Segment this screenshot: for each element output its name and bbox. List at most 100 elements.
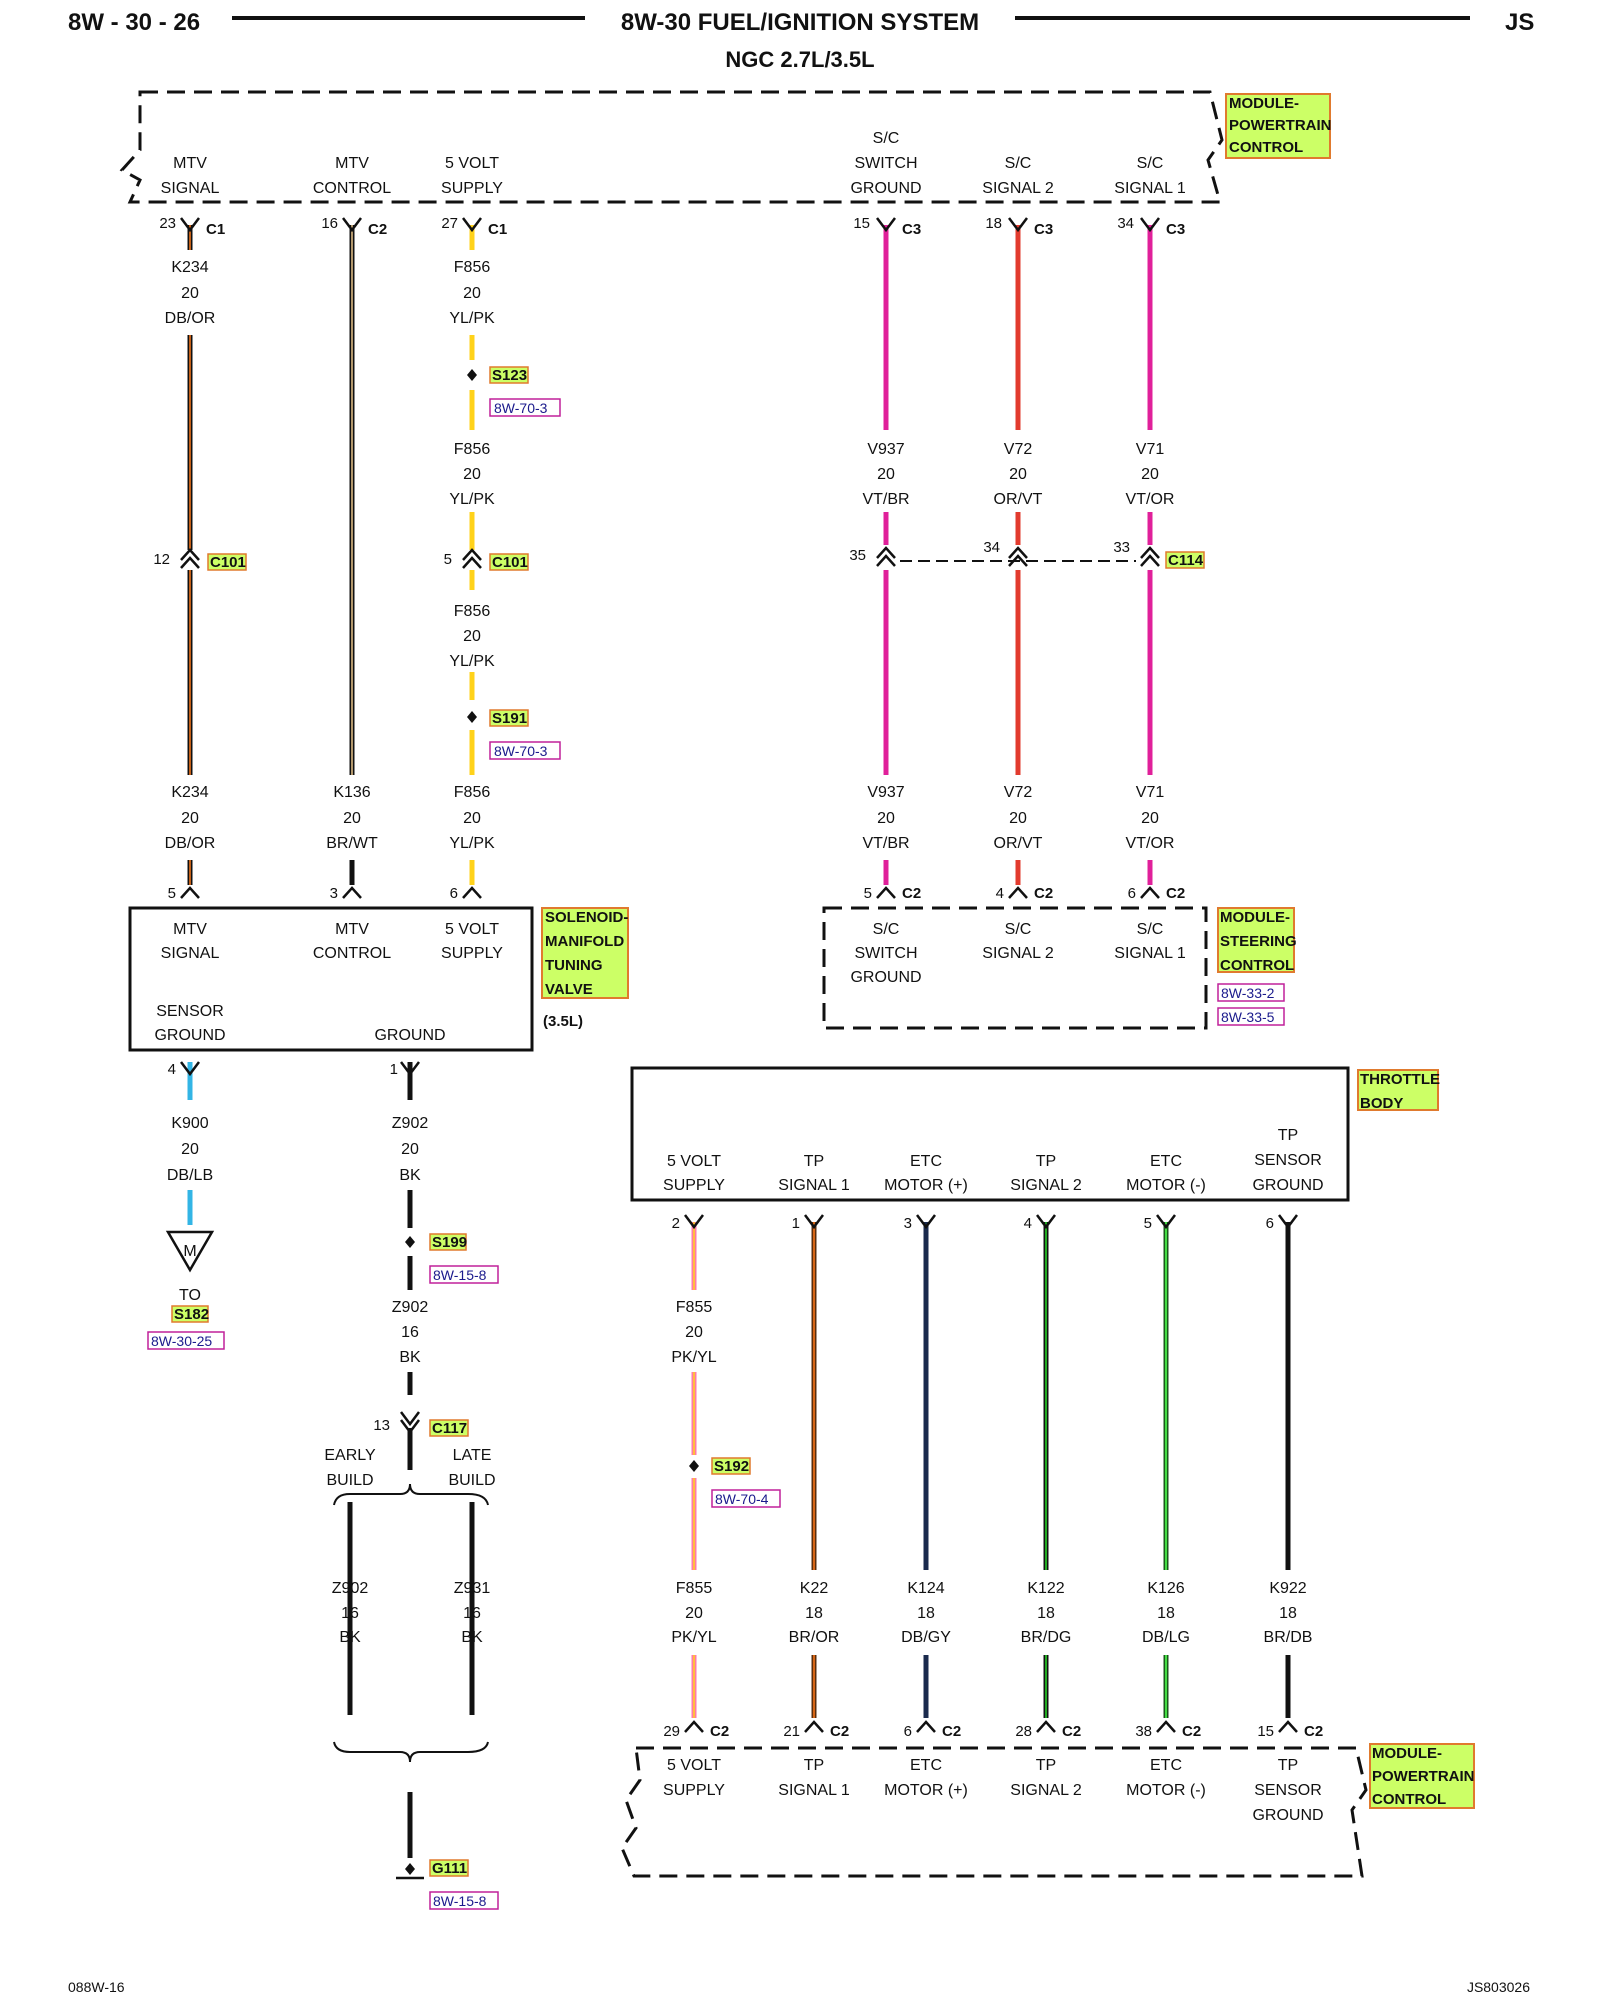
f856-pin-5: 5 [444,551,452,568]
steering-ref-2[interactable]: 8W-33-5 [1221,1009,1275,1025]
k900-circuit: K900 [171,1115,208,1132]
scm-sc2: S/C [1005,921,1032,938]
sol-ground: GROUND [374,1027,445,1044]
steering-module: MODULE- STEERING CONTROL 8W-33-2 8W-33-5… [822,906,1297,1030]
steering-ref-1[interactable]: 8W-33-2 [1221,985,1275,1001]
tb-tp3: TP [1278,1127,1298,1144]
splice-s191-label[interactable]: S191 [492,710,527,727]
k122-conn-c2: C2 [1062,1723,1081,1740]
s182-ref-link[interactable]: 8W-30-25 [151,1333,212,1349]
s191-ref-link[interactable]: 8W-70-3 [494,743,548,759]
v937-gauge-top: 20 [877,466,895,483]
pcm-top-supply-label: SUPPLY [441,180,503,197]
f856-color-2: YL/PK [449,491,495,508]
f855-circuit-top: F855 [676,1299,713,1316]
pcmb-etc2: ETC [1150,1757,1182,1774]
solenoid-module: SOLENOID- MANIFOLD TUNING VALVE (3.5L) M… [128,906,629,1052]
pcm-bottom-module: MODULE- POWERTRAIN CONTROL 5 VOLT SUPPLY… [620,1743,1475,1878]
tb-etc2: ETC [1150,1153,1182,1170]
tb-supply: SUPPLY [663,1177,725,1194]
splice-s192-label[interactable]: S192 [714,1458,749,1475]
f856-pin-27: 27 [441,215,458,232]
steering-outline [822,906,1208,1030]
v71-pin-34: 34 [1117,215,1134,232]
k122-pin-4: 4 [1024,1215,1032,1232]
f856-inline-pin-icon [462,548,482,569]
sol-5v: 5 VOLT [445,921,499,938]
f856-conn-c1: C1 [488,221,507,238]
k22-bottom-pin-icon [804,1720,824,1733]
f856-bottom-pin-icon [462,886,482,899]
v72-conn-c2: C2 [1034,885,1053,902]
ground-g111-label[interactable]: G111 [432,1860,467,1877]
f856-gauge-3: 20 [463,628,481,645]
z902-pin-1: 1 [390,1061,398,1078]
pcm-top-outline [119,90,1224,204]
k922-color: BR/DB [1264,1629,1313,1646]
pcm-top-ground-label: GROUND [850,180,921,197]
throttle-tag-line1: THROTTLE [1360,1071,1440,1088]
k124-top-pin-icon [916,1214,936,1230]
wire-v72: 18 C3 V72 20 OR/VT 34 V72 20 OR/VT 4 C2 [983,215,1053,902]
v72-color-top: OR/VT [994,491,1043,508]
v71-bottom-pin-icon [1140,886,1160,899]
solenoid-tag-line4: VALVE [545,981,593,998]
k900-color: DB/LB [167,1167,213,1184]
k124-bottom-pin-icon [916,1720,936,1733]
k900-gauge: 20 [181,1141,199,1158]
pcm-top-module: MODULE- POWERTRAIN CONTROL MTV SIGNAL MT… [119,90,1332,204]
k124-circuit: K124 [907,1580,944,1597]
k922-pin-15: 15 [1257,1723,1274,1740]
wire-f855: 2 F855 20 PK/YL S192 8W-70-4 F855 20 PK/… [663,1214,781,1740]
build-split-brace [333,1483,489,1506]
splice-s182-label[interactable]: S182 [174,1306,209,1323]
pcm-top-switch-label: SWITCH [854,155,917,172]
v937-circuit-top: V937 [867,441,904,458]
ground-g111-icon [405,1863,415,1875]
k234-circuit-bottom: K234 [171,784,208,801]
k122-gauge: 18 [1037,1605,1055,1622]
sol-mtv1: MTV [173,921,207,938]
k22-color: BR/OR [789,1629,840,1646]
tb-signal1: SIGNAL 1 [778,1177,850,1194]
sol-control: CONTROL [313,945,391,962]
f855-top-pin-icon [684,1214,704,1230]
f856-color-3: YL/PK [449,653,495,670]
tb-tp2: TP [1036,1153,1056,1170]
v71-conn-c2: C2 [1166,885,1185,902]
v72-gauge-bottom: 20 [1009,810,1027,827]
solenoid-outline [128,906,534,1052]
wire-k122: 4 K122 18 BR/DG 28 C2 [1015,1214,1081,1740]
v71-circuit-bottom: V71 [1136,784,1165,801]
f855-color-top: PK/YL [671,1349,716,1366]
tb-etc1: ETC [910,1153,942,1170]
pcm-top-mtv2-label: MTV [335,155,369,172]
f856-circuit-4: F856 [454,784,491,801]
k124-pin-3: 3 [904,1215,912,1232]
v937-gauge-bottom: 20 [877,810,895,827]
f856-color-4: YL/PK [449,835,495,852]
z902-color-1: BK [399,1167,421,1184]
solenoid-tag-line1: SOLENOID- [545,909,628,926]
k922-pin-6: 6 [1266,1215,1274,1232]
splice-s199-label[interactable]: S199 [432,1234,467,1251]
f855-conn-c2: C2 [710,1723,729,1740]
g111-ref-link[interactable]: 8W-15-8 [433,1893,487,1909]
k234-conn-c101: C101 [210,554,246,571]
s192-ref-link[interactable]: 8W-70-4 [715,1491,769,1507]
s199-ref-link[interactable]: 8W-15-8 [433,1267,487,1283]
pcm-bottom-tag-line1: MODULE- [1372,1745,1442,1762]
v71-top-pin-icon [1140,217,1160,233]
k126-circuit: K126 [1147,1580,1184,1597]
splice-s123-dot [467,369,477,381]
v937-conn-c2: C2 [902,885,921,902]
f856-circuit-2: F856 [454,441,491,458]
pcmb-signal1: SIGNAL 1 [778,1782,850,1799]
pcm-bottom-tag-line3: CONTROL [1372,1791,1446,1808]
scm-sc3: S/C [1137,921,1164,938]
v71-gauge-bottom: 20 [1141,810,1159,827]
s123-ref-link[interactable]: 8W-70-3 [494,400,548,416]
solenoid-tag-line2: MANIFOLD [545,933,624,950]
splice-s123-label[interactable]: S123 [492,367,527,384]
k22-gauge: 18 [805,1605,823,1622]
